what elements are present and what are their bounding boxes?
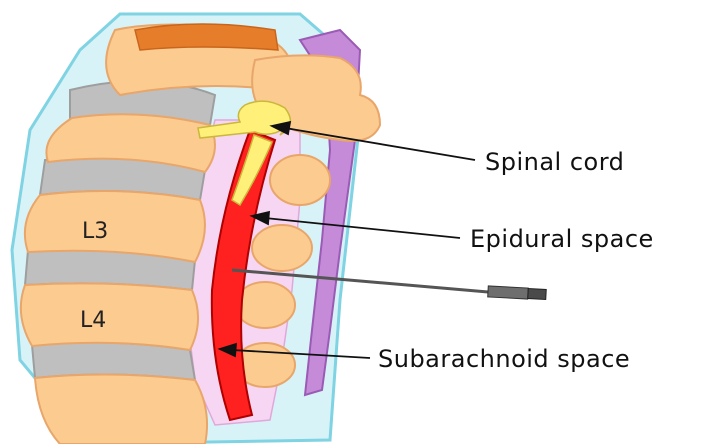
needle-cap <box>528 289 546 300</box>
vertebra-l3 <box>25 191 205 262</box>
subarachnoid-space-label: Subarachnoid space <box>378 345 630 373</box>
vertebra-l4-label: L4 <box>80 308 106 333</box>
vertebra-bottom <box>35 374 207 444</box>
vertebra-l3-label: L3 <box>82 219 108 244</box>
needle-hub <box>488 286 529 299</box>
cut-bone-section <box>135 24 278 50</box>
spinous-process-2 <box>252 225 312 271</box>
spinous-process-1 <box>270 155 330 205</box>
vertebra-l4 <box>21 283 198 350</box>
spinal-cord-label: Spinal cord <box>485 148 624 176</box>
epidural-space-label: Epidural space <box>470 225 654 253</box>
